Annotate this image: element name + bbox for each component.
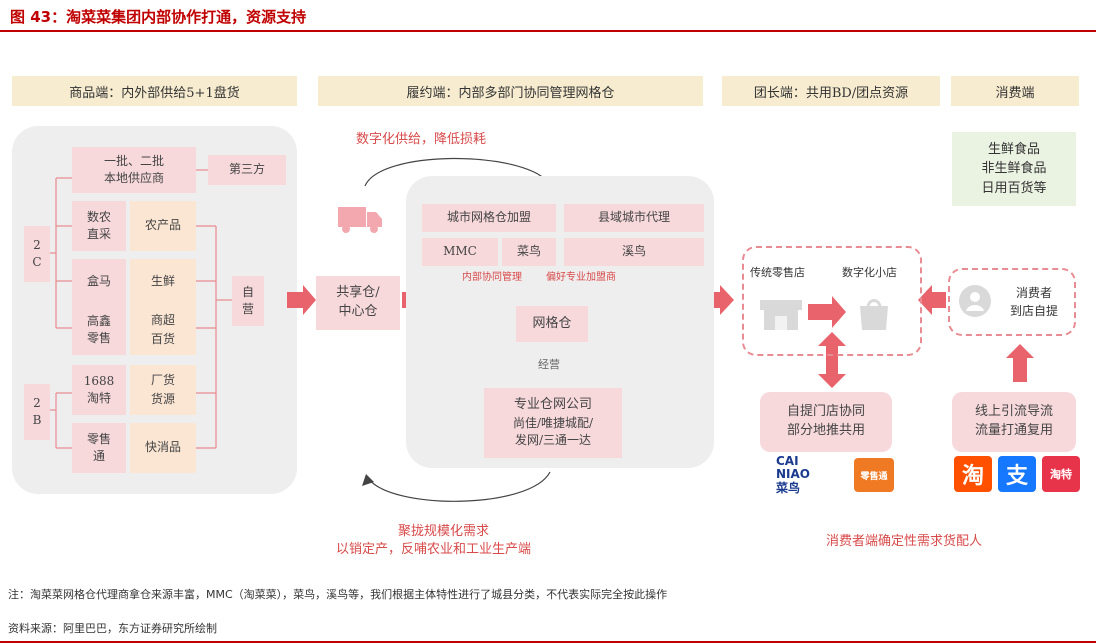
consumer-demand-note: 消费者端确定性需求货配人 <box>826 534 983 549</box>
source-gaoxin: 高鑫 零售 <box>72 305 126 355</box>
internal-coordination-label: 内部协同管理 <box>462 272 522 283</box>
source-lingshoutong: 零售 通 <box>72 423 126 473</box>
operate-label: 经营 <box>538 358 560 371</box>
figure-title: 图 43：淘菜菜集团内部协作打通，资源支持 <box>10 8 307 26</box>
category-agri: 农产品 <box>130 201 196 251</box>
traffic-box: 线上引流导流 流量打通复用 <box>952 392 1076 452</box>
pro-company-members: 尚佳/唯捷城配/ 发网/三通一达 <box>512 416 594 448</box>
alipay-logo: 支 <box>998 456 1036 492</box>
store-group <box>742 246 922 356</box>
consumer-goods-list: 生鲜食品 非生鲜食品 日用百货等 <box>952 132 1076 206</box>
consumer-pickup-text: 消费者 到店自提 <box>1009 286 1058 318</box>
pro-warehouse-company: 专业仓网公司 尚佳/唯捷城配/ 发网/三通一达 <box>484 388 622 458</box>
user-avatar-icon <box>959 285 991 317</box>
bottom-rule <box>0 641 1096 643</box>
header-leader: 团长端：共用BD/团点资源 <box>722 76 940 106</box>
store-icon <box>760 300 802 330</box>
cainiao-logo: CAI NIAO 菜鸟 <box>776 454 810 495</box>
header-fulfillment: 履约端：内部多部门协同管理网格仓 <box>318 76 703 106</box>
header-consumer: 消费端 <box>951 76 1079 106</box>
category-fmcg: 快消品 <box>130 423 196 473</box>
third-party: 第三方 <box>208 155 286 185</box>
grid-warehouse: 网格仓 <box>516 306 588 342</box>
xiniao-box: 溪鸟 <box>564 238 704 266</box>
city-grid-franchise: 城市网格仓加盟 <box>422 204 556 232</box>
source-1688: 1688 淘特 <box>72 365 126 415</box>
taobao-logo: 淘 <box>954 456 992 492</box>
category-factory: 厂货 货源 <box>130 365 196 415</box>
cainiao-box: 菜鸟 <box>502 238 556 266</box>
category-supermarket: 商超 百货 <box>130 305 196 355</box>
digital-store-label: 数字化小店 <box>842 266 897 279</box>
mmc-box: MMC <box>422 238 498 266</box>
footnote: 注：淘菜菜网格仓代理商拿仓来源丰富，MMC（淘菜菜），菜鸟，溪鸟等，我们根据主体… <box>8 588 668 601</box>
self-operated: 自 营 <box>232 276 264 326</box>
category-fresh: 生鲜 <box>130 259 196 305</box>
header-goods: 商品端：内外部供给5+1盘货 <box>12 76 297 106</box>
shared-warehouse: 共享仓/ 中心仓 <box>316 276 400 330</box>
pro-company-title: 专业仓网公司 <box>513 397 592 413</box>
source-hema: 盒马 <box>72 259 126 305</box>
traditional-store-label: 传统零售店 <box>750 266 805 279</box>
taote-logo: 淘特 <box>1042 456 1080 492</box>
consumer-pickup-group <box>948 268 1076 336</box>
demand-note-line2: 以销定产，反哺农业和工业生产端 <box>336 542 532 557</box>
source-shunong: 数农 直采 <box>72 201 126 251</box>
pickup-store-box: 自提门店协同 部分地推共用 <box>760 392 892 452</box>
truck-icon <box>338 207 382 233</box>
demand-note-line1: 聚拢规模化需求 <box>398 524 490 539</box>
county-city-agent: 县域城市代理 <box>564 204 704 232</box>
title-rule <box>0 30 1096 32</box>
label-2b: 2 B <box>24 384 50 440</box>
digital-supply-note: 数字化供给，降低损耗 <box>356 132 487 147</box>
label-2c: 2 C <box>24 226 50 282</box>
shopping-bag-icon <box>860 299 888 330</box>
lingshoutong-logo: 零售通 <box>854 458 894 492</box>
preferred-franchise-label: 偏好专业加盟商 <box>546 272 616 283</box>
first-batch-supplier: 一批、二批 本地供应商 <box>72 147 196 193</box>
source-note: 资料来源：阿里巴巴，东方证券研究所绘制 <box>8 622 217 635</box>
